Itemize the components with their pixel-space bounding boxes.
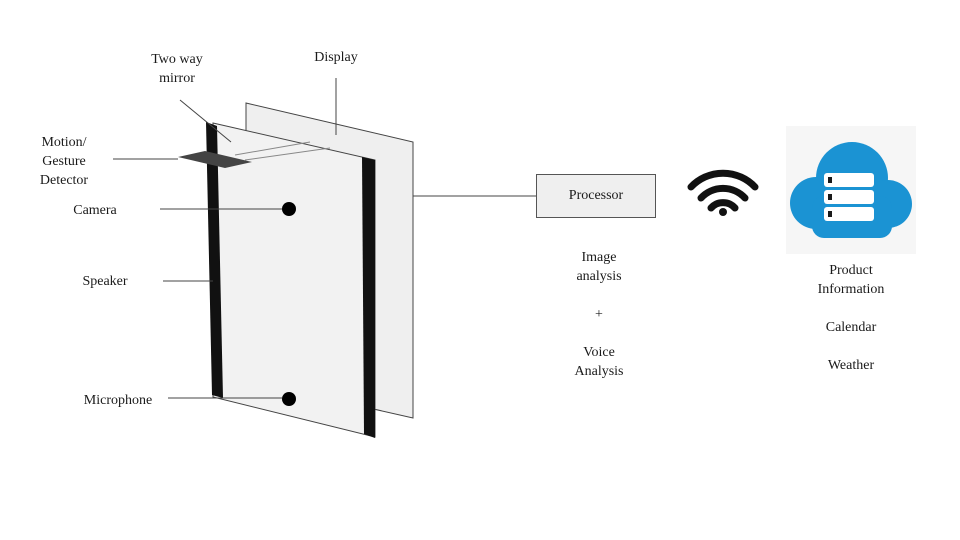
wifi-icon	[687, 169, 759, 216]
microphone-label: Microphone	[83, 393, 153, 408]
two-way-mirror-label-line2: mirror	[159, 71, 195, 86]
analysis-line: Analysis	[574, 364, 624, 379]
two-way-mirror-label-line1: Two way	[151, 52, 203, 67]
mirror-leader	[179, 99, 232, 143]
gesture-detector	[178, 151, 252, 168]
two-way-mirror-label: Two way mirror	[138, 50, 216, 88]
analysis-line: Image	[581, 250, 617, 265]
mirror-left-frame	[206, 122, 223, 398]
processor-box: Processor	[536, 174, 656, 218]
motion-detector-label-line2: Gesture	[42, 154, 86, 169]
two-way-mirror-panel	[212, 122, 376, 438]
display-label: Display	[314, 50, 358, 65]
cloud-service-line: Product	[829, 263, 873, 278]
motion-detector-label-line1: Motion/	[41, 135, 87, 150]
mirror-right-frame	[362, 157, 375, 438]
analysis-plus: +	[595, 307, 603, 322]
cloud-services-block: Product Information Calendar Weather	[800, 261, 902, 375]
mirror-reflection-line	[234, 141, 311, 156]
speaker-label: Speaker	[82, 274, 128, 289]
processor-label: Processor	[568, 188, 624, 203]
analysis-line: Voice	[583, 345, 615, 360]
cloud-server-icon	[786, 126, 916, 254]
cloud-service-weather: Weather	[827, 358, 875, 373]
cloud-service-calendar: Calendar	[825, 320, 877, 335]
motion-detector-label: Motion/ Gesture Detector	[28, 133, 100, 190]
microphone-dot	[282, 392, 296, 406]
cloud-service-line: Information	[817, 282, 885, 297]
analysis-line: analysis	[576, 269, 622, 284]
camera-dot	[282, 202, 296, 216]
camera-label: Camera	[73, 203, 117, 218]
mirror-reflection-line	[244, 147, 331, 161]
motion-detector-label-line3: Detector	[39, 173, 89, 188]
analysis-block: Image analysis + Voice Analysis	[560, 248, 638, 381]
